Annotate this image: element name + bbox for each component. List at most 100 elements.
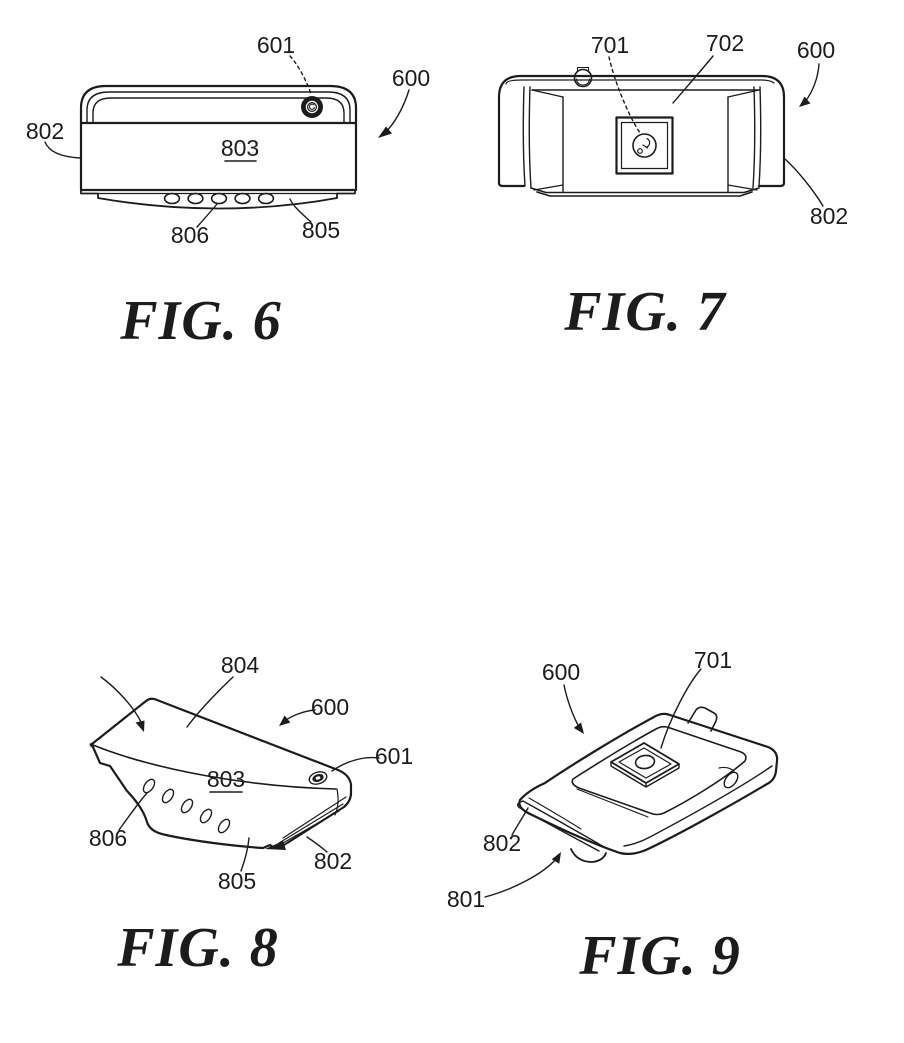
fig7-bottom-edges (530, 187, 760, 197)
fig9-top-clip-tab (687, 706, 718, 732)
fig9-back-panel (571, 725, 747, 816)
ref-label-701: 701 (591, 32, 629, 58)
ref-label-600: 600 (797, 37, 835, 63)
fig7-corner-bevels (531, 89, 760, 191)
figure-6: 802 601 600 803 806 805 FIG. 6 (26, 32, 430, 352)
ref-label-801: 801 (447, 886, 485, 912)
speaker-hole (257, 192, 275, 205)
speaker-hole (187, 192, 204, 205)
fig6-device-body (79, 121, 358, 192)
fig9-side-face-edge (623, 765, 773, 847)
fig6-leader-805 (289, 198, 312, 223)
fig9-clip-lip-lines (516, 800, 605, 852)
fig6-camera-lens-inner (307, 101, 318, 112)
fig9-back-panel-inner-edge (576, 788, 649, 818)
fig6-leader-601 (289, 55, 312, 95)
fig7-fastener-glyph (642, 137, 651, 149)
ref-label-600: 600 (542, 659, 580, 685)
fig9-fastener-square-thickness (610, 761, 680, 788)
fig9-camera-barrel-edge (718, 766, 735, 772)
fig6-top-band-outer (79, 84, 358, 125)
fig6-top-band-contours (86, 91, 351, 124)
fig6-speaker-holes (163, 192, 275, 205)
fig9-leader-701 (660, 668, 702, 749)
speaker-hole (217, 818, 231, 834)
ref-label-601: 601 (375, 743, 413, 769)
speaker-hole (180, 798, 194, 814)
figure-caption-9: FIG. 9 (578, 925, 741, 987)
fig8-clip-edge-lines (275, 796, 347, 848)
ref-label-802: 802 (483, 830, 521, 856)
fig9-fastener-circle (634, 754, 656, 770)
fig9-arrowhead-801 (551, 852, 561, 864)
figure-8: 804 600 601 803 806 805 802 FIG. 8 (89, 652, 413, 979)
fig8-arrowhead-600 (279, 715, 291, 726)
ref-label-701: 701 (694, 647, 732, 673)
fig7-arrowhead-600 (799, 96, 811, 107)
figure-9: 600 701 802 801 FIG. 9 (447, 647, 779, 987)
fig8-speaker-holes (142, 778, 231, 834)
ref-label-702: 702 (706, 30, 744, 56)
fig7-leader-802 (784, 158, 824, 207)
speaker-hole (142, 778, 156, 794)
fig7-plate-facet-lines (562, 96, 729, 193)
speaker-hole (161, 788, 175, 804)
fig8-camera-bezel (308, 771, 328, 785)
fig7-clip-right-edges (752, 86, 762, 189)
fig7-top-button-detail (575, 66, 591, 86)
ref-label-805: 805 (218, 868, 256, 894)
fig7-clip-outline (497, 74, 786, 185)
figure-caption-8: FIG. 8 (116, 917, 279, 979)
ref-label-600: 600 (311, 694, 349, 720)
fig7-fastener-circle (632, 133, 657, 158)
fig9-clip-lip-inner (528, 797, 582, 830)
fig7-clip-left-edges (522, 86, 532, 189)
fig8-arrow-600 (285, 709, 316, 721)
fig7-fastener-glyph-dot (637, 148, 643, 154)
ref-label-804: 804 (221, 652, 260, 678)
fig6-leader-806 (196, 203, 218, 228)
figure-7: 701 702 600 802 FIG. 7 (497, 30, 848, 343)
fig7-top-button (573, 68, 593, 88)
ref-label-802: 802 (314, 848, 352, 874)
fig9-leader-802 (511, 807, 529, 836)
fig6-arrow-600 (385, 89, 410, 133)
fig8-leader-805 (240, 837, 250, 872)
fig9-bottom-tab (570, 848, 607, 863)
fig8-top-band-edge (92, 744, 337, 790)
ref-label-806: 806 (171, 222, 209, 248)
ref-label-803: 803 (207, 766, 245, 792)
ref-label-805: 805 (302, 217, 340, 243)
fig6-bottom-lip (80, 189, 356, 210)
fig9-arrow-600 (563, 684, 580, 728)
fig9-camera-barrel (723, 771, 739, 789)
fig8-leader-802 (306, 836, 328, 853)
fig7-arrow-600 (804, 63, 820, 103)
figure-caption-7: FIG. 7 (563, 281, 727, 343)
fig8-leader-804 (186, 676, 234, 728)
figure-caption-6: FIG. 6 (119, 290, 282, 352)
ref-label-802: 802 (810, 203, 848, 229)
ref-label-806: 806 (89, 825, 127, 851)
fig8-clip-tip-wedge (265, 841, 286, 850)
fig8-leader-601 (331, 756, 380, 772)
fig7-top-inner-edge (505, 79, 775, 85)
ref-label-600: 600 (392, 65, 430, 91)
fig7-leader-702 (672, 55, 714, 104)
fig9-arrowhead-600 (573, 722, 584, 734)
fig7-fastener-square-outer (615, 116, 674, 175)
fig8-leader-806 (118, 792, 148, 831)
fig8-camera-highlight (315, 776, 321, 780)
ref-label-601: 601 (257, 32, 295, 58)
speaker-hole (210, 192, 228, 205)
fig6-arrowhead-600 (378, 126, 392, 138)
fig8-unlabeled-arrow (100, 676, 142, 723)
fig6-camera-glyph (308, 103, 316, 110)
ref-label-802: 802 (26, 118, 64, 144)
fig9-fastener-square-inner (618, 747, 672, 779)
speaker-hole (163, 192, 181, 205)
speaker-hole (234, 192, 251, 205)
speaker-hole (199, 808, 213, 824)
